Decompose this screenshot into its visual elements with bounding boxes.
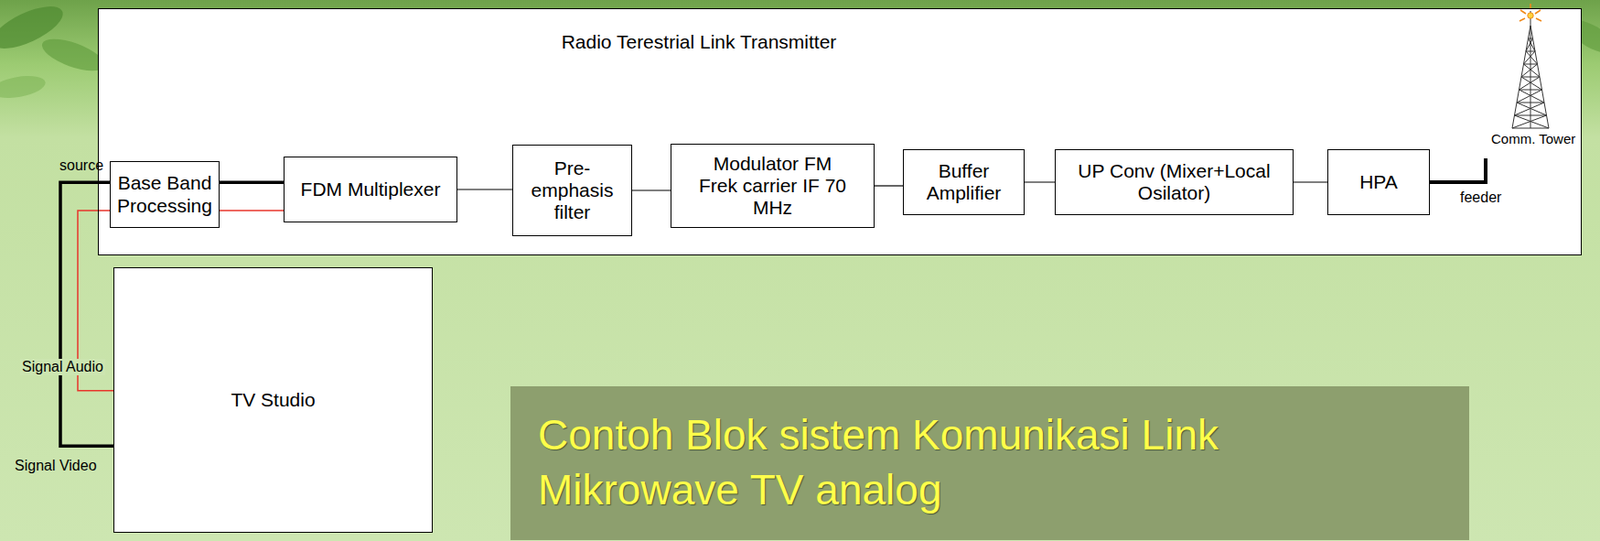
signal-line [1293,181,1328,183]
box-label: Modulator FM Frek carrier IF 70 MHz [692,152,854,219]
cable-label: feeder [1458,189,1504,206]
box-label: Base Band Processing [113,171,216,216]
box-label: HPA [1359,171,1398,194]
box-label: UP Conv (Mixer+Local Osilator) [1059,160,1289,205]
box-label: TV Studio [230,388,315,411]
frame-title: Radio Terestrial Link Transmitter [515,31,882,54]
caption-text: Contoh Blok sistem Komunikasi Link Mikro… [537,408,1362,518]
signal-label: Signal Video [12,457,99,474]
video-wire [219,181,284,185]
signal-label: Signal Audio [20,358,106,376]
tower-label: Comm. Tower [1489,130,1578,147]
video-wire [60,182,114,446]
tower-lattice [1512,10,1549,129]
box-label: FDM Multiplexer [300,178,441,201]
signal-line [874,184,903,186]
box-label: Pre- emphasis filter [516,157,628,224]
process-box: FDM Multiplexer [283,156,458,223]
process-box: Base Band Processing [109,161,220,228]
feeder-cable [1428,158,1486,183]
leaf [0,72,47,102]
signal-line [632,189,671,191]
antenna-signal [1519,3,1542,22]
signal-line [457,188,513,190]
audio-wire [219,209,284,212]
process-box: Buffer Amplifier [902,149,1025,215]
signal-label: source [57,157,106,174]
process-box: Modulator FM Frek carrier IF 70 MHz [670,143,875,228]
process-box: HPA [1327,149,1430,215]
caption-box: Contoh Blok sistem Komunikasi Link Mikro… [510,386,1470,540]
process-box: Pre- emphasis filter [512,144,633,237]
box-label: Buffer Amplifier [907,160,1021,205]
antenna-tip [1527,12,1534,19]
process-box: UP Conv (Mixer+Local Osilator) [1054,149,1294,215]
frame-fill [97,8,1582,256]
studio-box: TV Studio [113,267,433,533]
signal-line [1024,181,1055,183]
transmitter-frame: Radio Terestrial Link TransmitterBase Ba… [97,8,1582,256]
comm-tower [1512,3,1549,129]
